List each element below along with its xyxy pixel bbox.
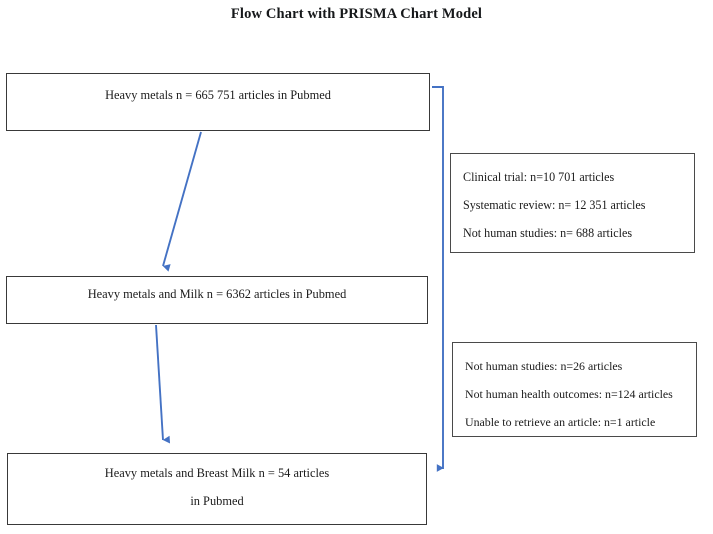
exclusion-first-screen-line-1: Clinical trial: n=10 701 articles [463,170,615,184]
exclusion-box-second-screen: Not human studies: n=26 articles Not hum… [452,342,697,437]
exclusion-box-first-screen: Clinical trial: n=10 701 articles System… [450,153,695,253]
exclusion-second-screen-line-2: Not human health outcomes: n=124 article… [465,387,673,401]
stage-box-included-line-1: Heavy metals and Breast Milk n = 54 arti… [104,466,330,480]
exclusion-first-screen-line-2: Systematic review: n= 12 351 articles [463,198,646,212]
connector-exclusion-bracket [432,86,444,472]
stage-box-included-line-2: in Pubmed [190,494,244,508]
exclusion-second-screen-line-3: Unable to retrieve an article: n=1 artic… [465,415,656,429]
arrow-screening-to-included [155,324,171,444]
stage-box-identification: Heavy metals n = 665 751 articles in Pub… [6,73,430,131]
arrow-identification-to-screening [162,131,202,272]
exclusion-second-screen-line-1: Not human studies: n=26 articles [465,359,623,373]
stage-box-identification-line-1: Heavy metals n = 665 751 articles in Pub… [105,88,331,102]
exclusion-list-first-screen: Clinical trial: n=10 701 articles System… [463,163,686,247]
page-title: Flow Chart with PRISMA Chart Model [230,6,483,22]
stage-box-included: Heavy metals and Breast Milk n = 54 arti… [7,453,427,525]
stage-box-screening: Heavy metals and Milk n = 6362 articles … [6,276,428,324]
stage-box-screening-line-1: Heavy metals and Milk n = 6362 articles … [87,287,347,301]
exclusion-list-second-screen: Not human studies: n=26 articles Not hum… [465,352,688,436]
exclusion-first-screen-line-3: Not human studies: n= 688 articles [463,226,633,240]
